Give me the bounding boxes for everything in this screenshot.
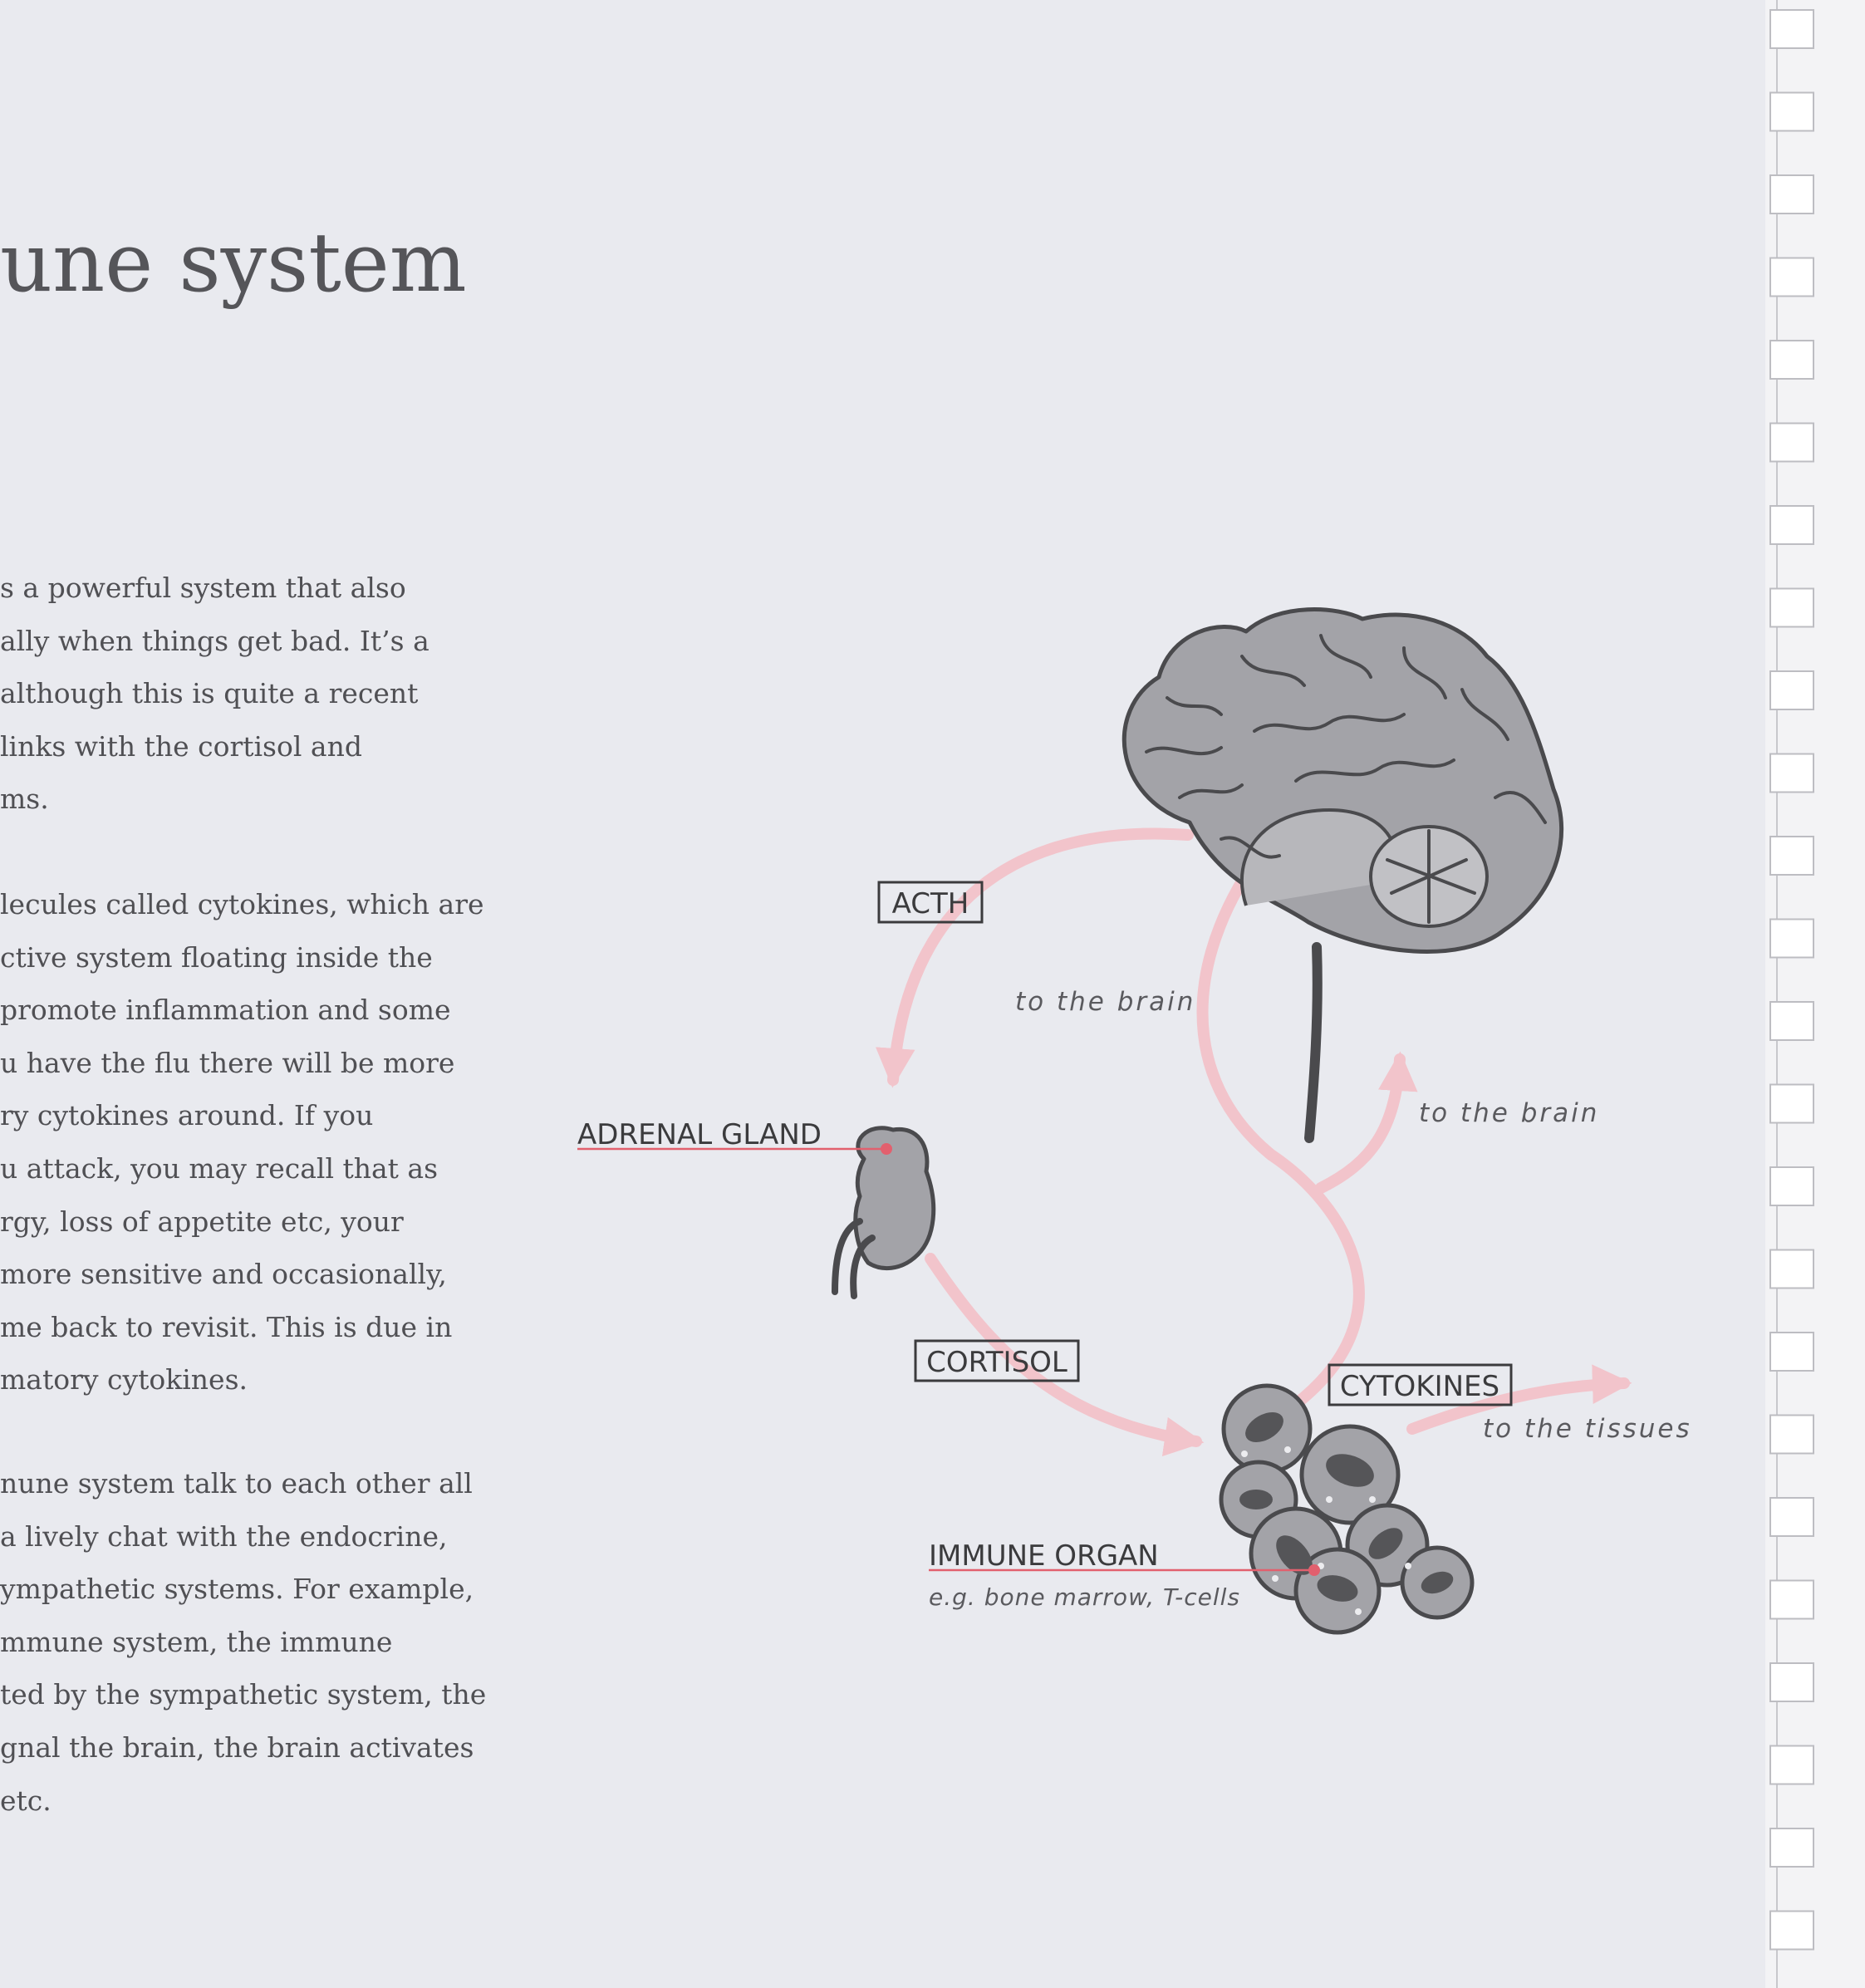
adrenal-gland-icon	[832, 1126, 936, 1299]
page-title: une system	[0, 216, 467, 311]
text-line: gnal the brain, the brain activates	[0, 1730, 474, 1764]
text-line: me back to revisit. This is due in	[0, 1310, 453, 1343]
text-line: u attack, you may recall that as	[0, 1151, 439, 1185]
acth-box	[877, 881, 984, 924]
binding-holes	[1769, 9, 1814, 1951]
binding-hole	[1769, 1497, 1814, 1537]
immune-organ-example: e.g. bone marrow, T-cells	[929, 1583, 1240, 1611]
binding-hole	[1769, 1579, 1814, 1620]
text-line: nune system talk to each other all	[0, 1467, 473, 1500]
acth-label: ACTH	[892, 887, 969, 920]
cytokine-branch-arrow	[1315, 1051, 1418, 1194]
text-line: links with the cortisol and	[0, 729, 362, 763]
binding-hole	[1769, 1249, 1814, 1289]
binding-hole	[1769, 91, 1814, 132]
binding-hole	[1769, 257, 1814, 297]
binding-hole	[1769, 1662, 1814, 1702]
brain-icon	[1121, 607, 1564, 1143]
cytokines-box	[1328, 1363, 1513, 1406]
binding-hole	[1769, 9, 1814, 49]
cortisol-label: CORTISOL	[926, 1346, 1067, 1379]
immune-pointer-dot	[1308, 1564, 1320, 1576]
cytokines-label: CYTOKINES	[1340, 1370, 1499, 1403]
text-line: rgy, loss of appetite etc, your	[0, 1205, 404, 1238]
binding-hole	[1769, 836, 1814, 876]
binding-hole	[1769, 505, 1814, 545]
to-brain-label-left: to the brain	[1015, 987, 1195, 1017]
binding-hole	[1769, 1166, 1814, 1206]
adrenal-gland-label: ADRENAL GLAND	[577, 1118, 822, 1151]
text-line: ympathetic systems. For example,	[0, 1573, 474, 1606]
binding-hole	[1769, 670, 1814, 710]
acth-arrow	[875, 827, 1194, 1088]
binding-hole	[1769, 1001, 1814, 1041]
binding-hole	[1769, 1083, 1814, 1124]
binding-hole	[1769, 1828, 1814, 1868]
text-line: ms.	[0, 783, 49, 816]
text-line: a lively chat with the endocrine,	[0, 1519, 448, 1553]
binding-hole	[1769, 1910, 1814, 1951]
to-tissues-arrow	[1406, 1364, 1632, 1435]
paragraph-2: lecules called cytokines, which are ctiv…	[0, 878, 484, 1406]
binding-hole	[1769, 587, 1814, 628]
to-brain-label-right: to the brain	[1419, 1098, 1599, 1128]
spiral-binding	[1765, 0, 1865, 1988]
cortisol-box	[914, 1339, 1080, 1382]
text-line: ctive system floating inside the	[0, 940, 433, 974]
binding-hole	[1769, 340, 1814, 380]
binding-hole	[1769, 1414, 1814, 1455]
binding-hole	[1769, 174, 1814, 214]
binding-hole	[1769, 422, 1814, 463]
text-line: s a powerful system that also	[0, 572, 406, 604]
text-line: matory cytokines.	[0, 1363, 248, 1397]
text-line: mmune system, the immune	[0, 1625, 393, 1658]
immune-cells-icon	[1219, 1383, 1475, 1635]
text-line: although this is quite a recent	[0, 677, 419, 710]
text-line: etc.	[0, 1784, 52, 1817]
adrenal-pointer-dot	[881, 1143, 892, 1155]
cytokine-to-brain-arrow	[1196, 832, 1365, 1410]
text-line: promote inflammation and some	[0, 994, 451, 1027]
paragraph-3: nune system talk to each other all a liv…	[0, 1457, 486, 1827]
cortisol-arrow	[925, 1253, 1205, 1456]
binding-hole	[1769, 1332, 1814, 1372]
paragraph-1: s a powerful system that also ally when …	[0, 562, 429, 826]
text-line: ry cytokines around. If you	[0, 1099, 374, 1132]
immune-organ-label: IMMUNE ORGAN	[929, 1539, 1159, 1573]
binding-hole	[1769, 918, 1814, 959]
binding-hole	[1769, 1745, 1814, 1785]
text-line: ted by the sympathetic system, the	[0, 1678, 487, 1711]
to-tissues-label: to the tissues	[1483, 1414, 1692, 1444]
text-line: lecules called cytokines, which are	[0, 888, 484, 920]
text-line: ally when things get bad. It’s a	[0, 624, 429, 657]
text-line: u have the flu there will be more	[0, 1046, 455, 1079]
text-line: more sensitive and occasionally,	[0, 1258, 447, 1291]
binding-hole	[1769, 753, 1814, 793]
